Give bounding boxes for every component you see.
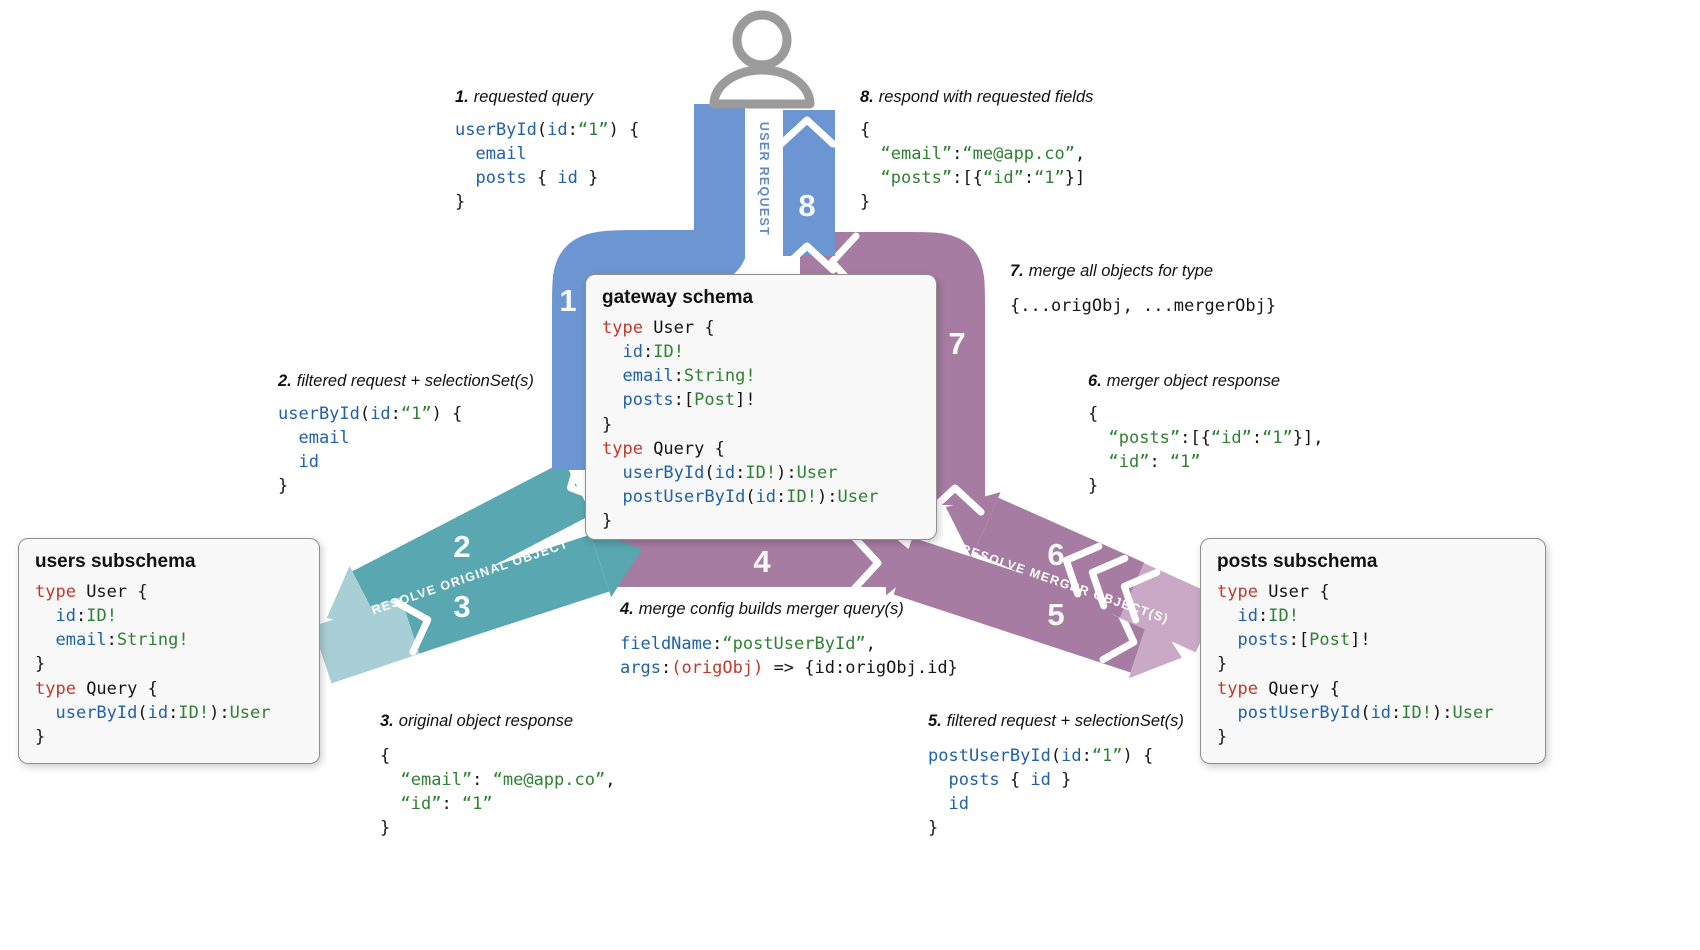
posts-subschema-title: posts subschema [1217,551,1378,572]
step-1-number: 1 [559,283,577,318]
note-5: 5.filtered request + selectionSet(s) [928,712,1184,730]
code-merge-config: fieldName:“postUserById”,args:(origObj) … [620,634,958,679]
user-icon-head [732,10,792,70]
users-subschema-box: users subschema type User { id:ID! email… [18,538,320,764]
posts-subschema-box: posts subschema type User { id:ID! posts… [1200,538,1546,764]
note-6: 6.merger object response [1088,372,1281,390]
users-subschema-code: type User { id:ID! email:String!}type Qu… [35,582,271,747]
note-8: 8.respond with requested fields [860,88,1094,106]
code-final-response: { “email”:“me@app.co”, “posts”:[{“id”:“1… [860,120,1086,213]
user-request-label: USER REQUEST [757,121,771,237]
code-requested-query: userById(id:“1”) { email posts { id }} [455,120,640,213]
note-7: 7.merge all objects for type [1010,262,1214,280]
note-3: 3.original object response [380,712,574,730]
user-request-stripe [745,100,783,258]
arrow-3-band [400,534,610,654]
step-6-number: 6 [1047,537,1065,572]
posts-subschema-code: type User { id:ID! posts:[Post]!}type Qu… [1217,582,1494,747]
note-2: 2.filtered request + selectionSet(s) [278,372,534,390]
arrow-6-tail [1111,559,1221,653]
note-1: 1.requested query [455,88,594,106]
step-7-number: 7 [948,326,966,361]
arrow-6-band [973,497,1145,618]
code-filtered-request-users: userById(id:“1”) { email id} [278,404,463,497]
arrow-2-band [352,461,592,625]
step-2-number: 2 [453,529,471,564]
code-merge-objects: {...origObj, ...mergerObj} [1010,296,1277,316]
user-icon-shoulders [709,65,815,109]
step-4-number: 4 [753,544,771,579]
arrow-3-tail [312,593,430,684]
arrow-1-band [552,104,750,470]
step-5-number: 5 [1047,597,1065,632]
note-4: 4.merge config builds merger query(s) [620,600,904,618]
gateway-schema-title: gateway schema [602,287,754,308]
users-subschema-title: users subschema [35,551,196,572]
arrow-5-band [893,537,1150,673]
arrow-7-elbow [800,232,985,505]
gateway-schema-code: type User { id:ID! email:String! posts:[… [602,318,879,531]
user-icon [709,10,815,109]
gateway-schema-box: gateway schema type User { id:ID! email:… [585,274,937,540]
code-merger-object-response: { “posts”:[{“id”:“1”}], “id”: “1”} [1088,404,1324,497]
code-filtered-request-posts: postUserById(id:“1”) { posts { id } id} [928,746,1154,839]
code-original-object-response: { “email”: “me@app.co”, “id”: “1”} [380,746,616,839]
step-8-number: 8 [798,188,816,223]
step-3-number: 3 [453,589,471,624]
